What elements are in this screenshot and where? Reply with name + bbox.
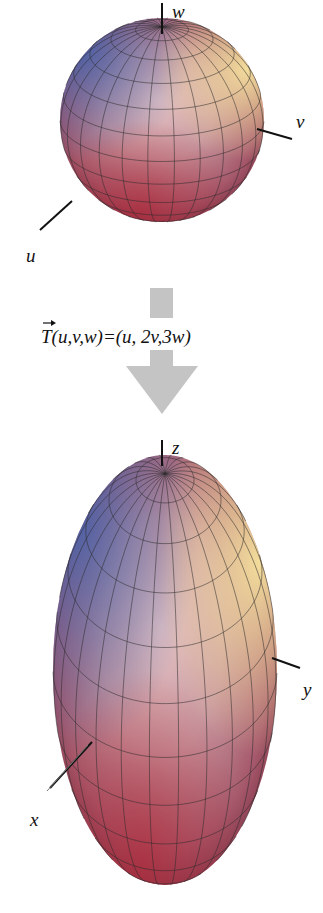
mesh-line: [60, 473, 165, 598]
mesh-line: [162, 27, 174, 222]
axis-label: z: [172, 438, 179, 459]
mesh-line: [63, 92, 259, 136]
mesh-line: [58, 731, 273, 805]
mesh-line: [61, 27, 162, 149]
mesh-line: [96, 474, 165, 875]
mesh-line: [148, 27, 162, 222]
axis-label: w: [172, 2, 185, 23]
sphere-mesh: [60, 18, 264, 222]
mesh-line: [76, 474, 165, 860]
mesh-line: [134, 462, 165, 474]
axis-label: y: [303, 680, 311, 701]
mesh-line: [128, 873, 201, 884]
mesh-line: [109, 466, 220, 543]
mesh-line: [165, 474, 179, 885]
map-arrow: [126, 288, 198, 414]
mesh-line: [165, 474, 276, 743]
axis-label: x: [30, 810, 38, 831]
mesh-line: [74, 65, 250, 110]
mesh-line: [162, 26, 235, 50]
vector-arrow: [41, 318, 57, 327]
mesh-line: [162, 27, 223, 217]
mesh-line: [162, 27, 260, 91]
mesh-line: [134, 21, 162, 27]
mesh-line: [54, 474, 165, 732]
axis-label: u: [26, 246, 36, 267]
axis-name: x: [30, 809, 38, 830]
mesh-line: [136, 458, 194, 503]
mesh-line: [115, 23, 162, 29]
mesh-line: [162, 27, 256, 195]
mesh-line: [165, 474, 268, 827]
mesh-line: [149, 474, 165, 885]
mesh-line: [64, 149, 259, 184]
xyz-axes: [47, 440, 300, 791]
axis-name: y: [303, 679, 311, 700]
axis-name: u: [26, 245, 36, 266]
axis-name: z: [172, 437, 179, 458]
mesh-line: [129, 216, 195, 221]
mesh-line: [113, 466, 165, 479]
map-formula: T(u,v,w)=(u, 2v,3w): [38, 318, 194, 350]
mesh-line: [272, 609, 273, 631]
mesh-line: [60, 121, 263, 162]
mesh-line: [57, 612, 272, 704]
mesh-line: [162, 27, 263, 154]
mesh-line: [165, 473, 272, 609]
axis-label: v: [296, 112, 304, 133]
mesh-line: [122, 27, 162, 221]
mesh-line: [92, 25, 162, 45]
mesh-line: [66, 27, 162, 86]
ellipsoid-mesh: [53, 455, 277, 884]
mesh-line: [67, 27, 162, 191]
mesh-line: [165, 462, 199, 474]
sphere: [60, 18, 264, 222]
mesh-line: [165, 474, 232, 875]
uvw-axes: [40, 3, 292, 230]
axis-name: v: [296, 111, 304, 132]
mesh-line: [61, 474, 165, 819]
mesh-line: [121, 474, 165, 882]
axis-name: w: [172, 1, 185, 22]
mesh-line: [53, 672, 276, 758]
ellipsoid: [53, 455, 277, 885]
formula-text: T(u,v,w)=(u, 2v,3w): [41, 326, 191, 347]
mesh-line: [81, 27, 162, 210]
mesh-line: [88, 471, 165, 514]
mesh-line: [165, 471, 246, 521]
mesh-line: [68, 553, 261, 647]
mesh-line: [99, 27, 162, 217]
